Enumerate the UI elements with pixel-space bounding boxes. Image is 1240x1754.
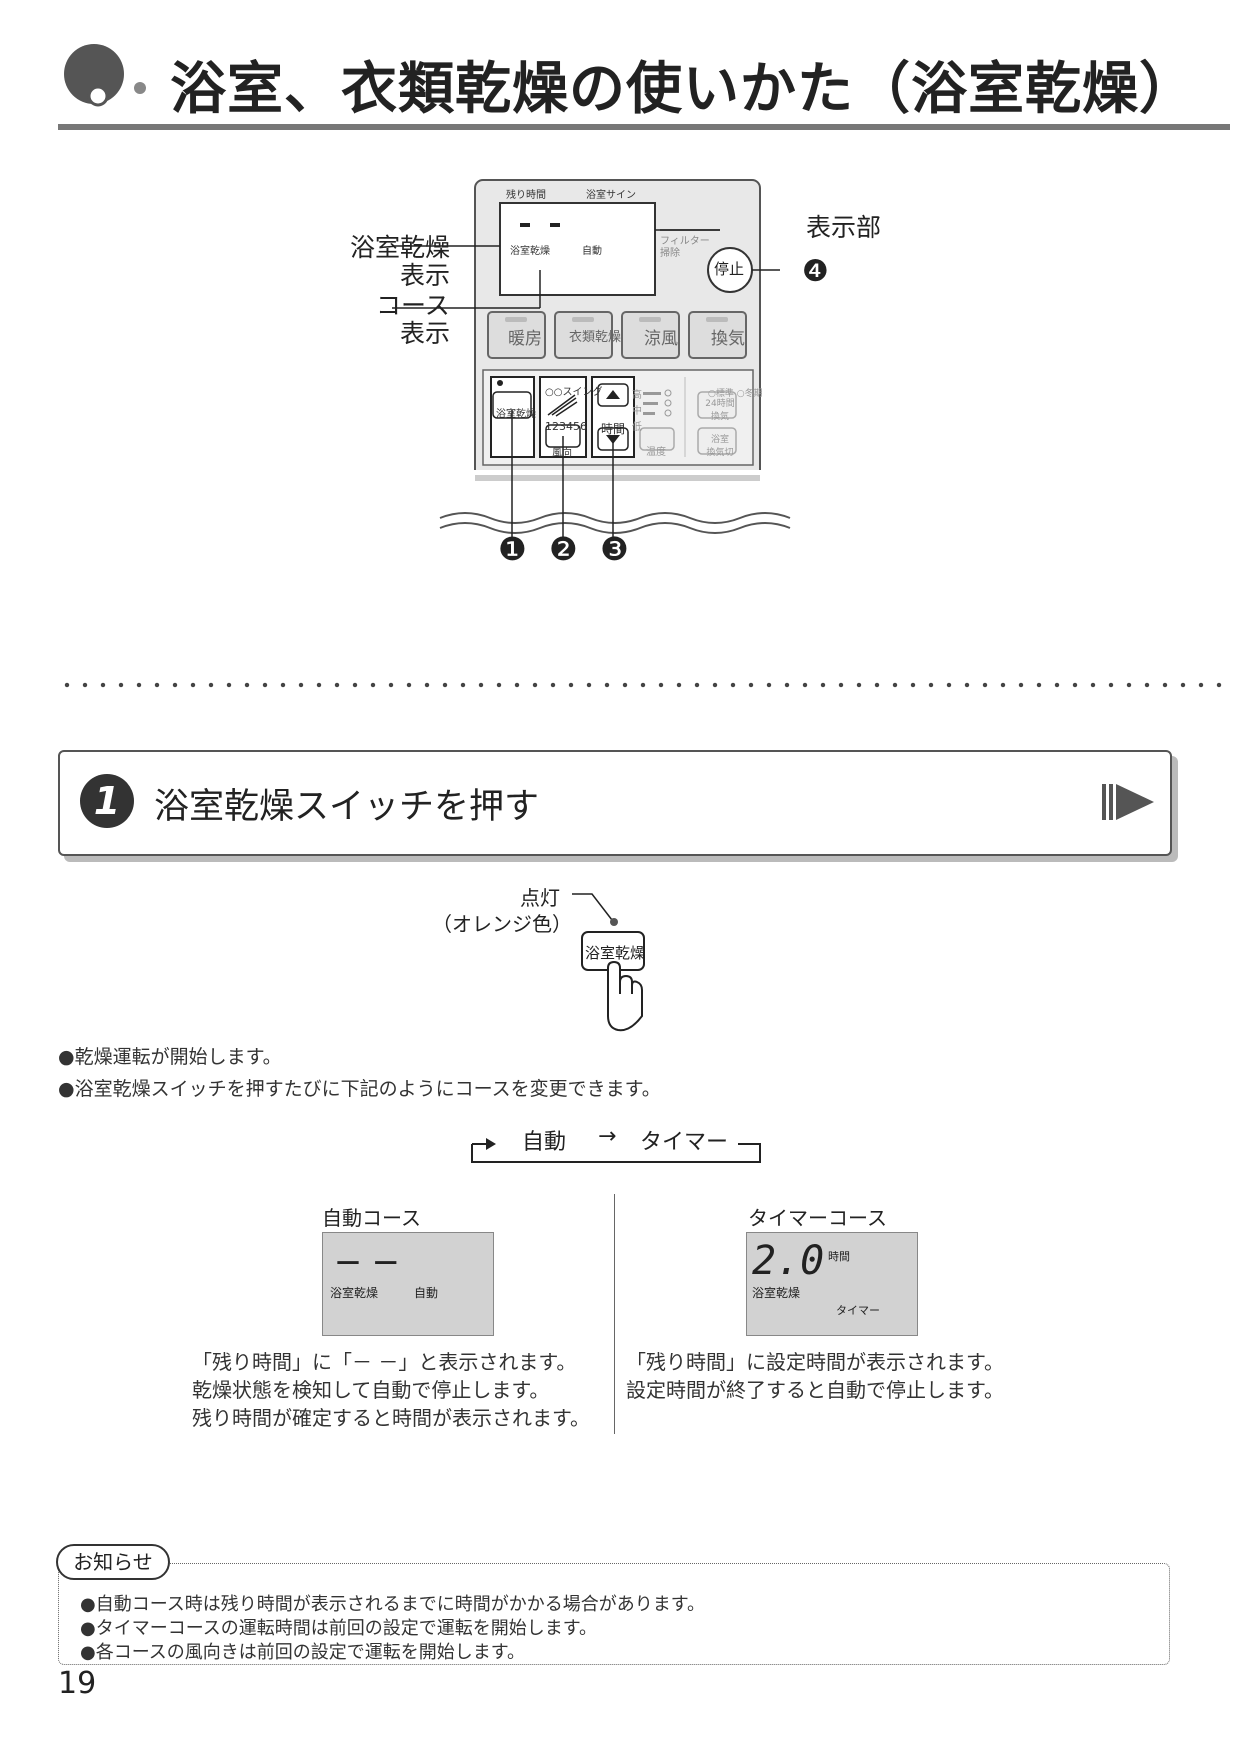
cycle-auto: 自動: [522, 1130, 567, 1155]
number-2-icon: ❷: [549, 530, 578, 568]
filter-clean-label: 掃除: [660, 248, 680, 259]
temp-button: 温度: [646, 447, 666, 458]
stop-button: 停止: [714, 260, 745, 278]
clothes-dry-button: 衣類乾燥: [569, 330, 622, 345]
notice-line-2: ●タイマーコースの運転時間は前回の設定で運転を開始します。: [80, 1618, 598, 1639]
standard-winter-label: ○標準 ○冬期: [708, 389, 763, 399]
bath-dry-switch-lit: 浴室乾燥: [585, 944, 646, 962]
swing-numbers: 123456: [545, 420, 587, 433]
bath-dry-switch: 浴室乾燥: [496, 409, 536, 420]
callout-display-part: 表示部: [806, 213, 882, 242]
lcd-bath-sign-label: 浴室サイン: [586, 190, 636, 201]
callout-course-display-2: 表示: [400, 319, 451, 348]
time-label: 時間: [601, 422, 626, 436]
orange-color-label: （オレンジ色）: [432, 912, 572, 936]
step-box: [58, 750, 1172, 856]
title-underline: [58, 124, 1230, 130]
lcd-mode-label: 浴室乾燥: [510, 246, 550, 257]
auto-course-lcd: [322, 1232, 494, 1336]
next-arrow-icon: [1102, 784, 1154, 820]
auto-desc-line-2: 乾燥状態を検知して自動で停止します。: [192, 1378, 550, 1402]
timer-lcd-mode: 浴室乾燥: [752, 1286, 801, 1300]
cycle-arrow-icon: →: [598, 1124, 617, 1149]
remote-illustration: [392, 179, 791, 540]
notice-line-3: ●各コースの風向きは前回の設定で運転を開始します。: [80, 1642, 526, 1663]
notice-tag: お知らせ: [56, 1544, 170, 1580]
auto-lcd-course: 自動: [414, 1286, 439, 1300]
filter-label: フィルター: [660, 236, 710, 247]
timer-lcd-unit: 時間: [828, 1250, 850, 1263]
vent-24h-button: 24時間 換気: [705, 399, 735, 422]
swing-label: ○○スイング: [545, 387, 603, 398]
cool-breeze-button: 涼風: [644, 329, 678, 349]
dotted-divider: [58, 682, 1230, 688]
bullet-start: ●乾燥運転が開始します。: [58, 1046, 282, 1068]
lcd-remaining-time-label: 残り時間: [506, 190, 546, 201]
course-cycle-diagram: [471, 1138, 761, 1163]
step-title: 浴室乾燥スイッチを押す: [154, 787, 540, 827]
auto-course-title: 自動コース: [322, 1206, 421, 1230]
number-1-icon: ❶: [498, 530, 527, 568]
page-title: 浴室、衣類乾燥の使いかた（浴室乾燥）: [170, 57, 1196, 122]
bath-dry-press-illustration: [572, 893, 645, 1032]
auto-lcd-dashes: － －: [334, 1247, 400, 1280]
level-high: 高: [632, 390, 642, 401]
lcd-course-label: 自動: [582, 246, 602, 257]
timer-desc-line-1: 「残り時間」に設定時間が表示されます。: [626, 1350, 1004, 1374]
auto-lcd-mode: 浴室乾燥: [330, 1286, 379, 1300]
page-number: 19: [58, 1666, 97, 1701]
number-4-icon: ❹: [802, 254, 829, 289]
auto-desc-line-3: 残り時間が確定すると時間が表示されます。: [192, 1406, 590, 1430]
cycle-timer: タイマー: [640, 1130, 729, 1155]
bullet-course-change: ●浴室乾燥スイッチを押すたびに下記のようにコースを変更できます。: [58, 1078, 661, 1100]
bath-vent-off-button: 浴室 換気切: [706, 435, 734, 458]
step-number-icon: 1: [80, 774, 134, 828]
timer-lcd-digits: 2.0: [752, 1238, 825, 1284]
title-bullet-icon: [64, 44, 146, 107]
number-3-icon: ❸: [600, 530, 629, 568]
timer-course-lcd: [746, 1232, 918, 1336]
callout-bath-dry-display: 浴室乾燥: [350, 233, 451, 262]
level-mid: 中: [632, 406, 642, 417]
notice-line-1: ●自動コース時は残り時間が表示されるまでに時間がかかる場合があります。: [80, 1594, 706, 1615]
auto-desc-line-1: 「残り時間」に「－ －」と表示されます。: [192, 1350, 577, 1374]
callout-course-display: コース: [376, 291, 450, 320]
lit-label: 点灯: [520, 886, 560, 910]
wind-direction-button: 風向: [552, 448, 572, 459]
course-divider: [614, 1194, 615, 1434]
timer-lcd-course: タイマー: [836, 1304, 880, 1317]
heating-button: 暖房: [508, 329, 542, 349]
level-low: 低: [632, 422, 642, 433]
timer-desc-line-2: 設定時間が終了すると自動で停止します。: [626, 1378, 1004, 1402]
callout-bath-dry-display-2: 表示: [400, 261, 451, 290]
timer-course-title: タイマーコース: [748, 1206, 887, 1230]
ventilation-button: 換気: [711, 329, 745, 349]
notice-box: [58, 1563, 1170, 1665]
